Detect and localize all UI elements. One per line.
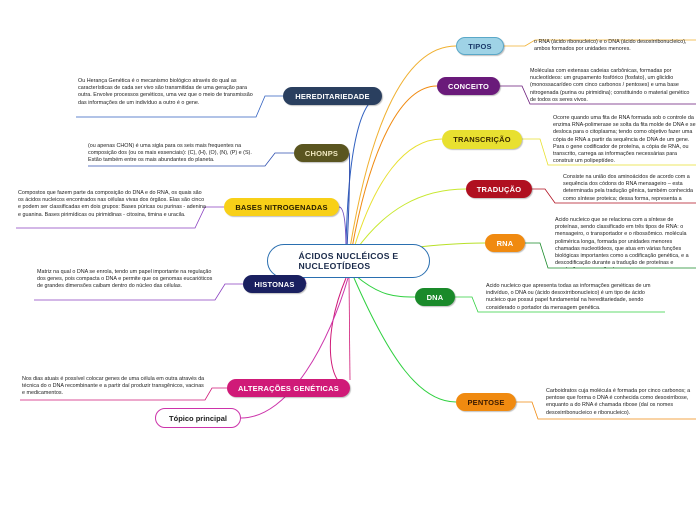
node-conceito-label: CONCEITO xyxy=(447,81,490,91)
node-rna[interactable]: RNA xyxy=(485,234,525,252)
node-transcricao-label: TRANSCRIÇÃO xyxy=(453,135,511,144)
note-alteracoes: Nos dias atuais é possível colocar genes… xyxy=(22,376,205,397)
node-tipos-label: TIPOS xyxy=(468,41,492,51)
note-conceito: Moléculas com extensas cadeias carbônica… xyxy=(530,68,690,103)
node-alteracoes-geneticas[interactable]: ALTERAÇÕES GENÉTICAS xyxy=(227,379,350,397)
topic-main-label: Tópico principal xyxy=(169,413,227,423)
note-hereditariedade: Ou Herança Genética é o mecanismo biológ… xyxy=(78,78,253,106)
central-title: ÁCIDOS NUCLÉICOS E NUCLEOTÍDEOS xyxy=(298,250,399,272)
note-dna: Ácido nucleico que apresenta todas as in… xyxy=(486,283,651,311)
note-transcricao: Ocorre quando uma fita de RNA formada so… xyxy=(553,115,696,165)
node-dna-label: DNA xyxy=(426,292,444,302)
node-histonas-label: HISTONAS xyxy=(254,279,295,289)
node-conceito[interactable]: CONCEITO xyxy=(437,77,500,95)
node-rna-label: RNA xyxy=(496,238,514,248)
node-hereditariedade-label: HEREDITARIEDADE xyxy=(295,91,370,101)
node-transcricao[interactable]: TRANSCRIÇÃO xyxy=(442,130,522,149)
node-histonas[interactable]: HISTONAS xyxy=(243,275,306,293)
node-bases-label: BASES NITROGENADAS xyxy=(235,202,328,212)
note-pentose: Carboidratos cuja molécula é formada por… xyxy=(546,388,691,416)
central-topic[interactable]: ÁCIDOS NUCLÉICOS E NUCLEOTÍDEOS xyxy=(267,244,430,278)
node-pentose[interactable]: PENTOSE xyxy=(456,393,516,411)
note-traducao: Consiste na união dos aminoácidos de aco… xyxy=(563,174,694,203)
note-bases: Compostos que fazem parte da composição … xyxy=(18,190,206,218)
topic-main[interactable]: Tópico principal xyxy=(155,408,241,428)
node-alteracoes-label: ALTERAÇÕES GENÉTICAS xyxy=(238,383,339,393)
node-chonps[interactable]: CHONPS xyxy=(294,144,349,162)
node-dna[interactable]: DNA xyxy=(415,288,455,306)
note-chonps: (ou apenas CHON) é uma sigla para os sei… xyxy=(88,143,252,164)
note-tipos: o RNA (ácido ribonucleico) e o DNA (ácid… xyxy=(534,39,687,53)
node-tipos[interactable]: TIPOS xyxy=(456,37,504,55)
note-histonas: Matriz na qual o DNA se enrola, tendo um… xyxy=(37,269,213,290)
node-hereditariedade[interactable]: HEREDITARIEDADE xyxy=(283,87,382,105)
node-traducao-label: TRADUÇÃO xyxy=(476,184,522,194)
node-chonps-label: CHONPS xyxy=(304,148,339,158)
node-traducao[interactable]: TRADUÇÃO xyxy=(466,180,532,198)
note-rna: Ácido nucleico que se relaciona com a sí… xyxy=(555,217,689,268)
node-pentose-label: PENTOSE xyxy=(467,397,505,407)
node-bases-nitrogenadas[interactable]: BASES NITROGENADAS xyxy=(224,198,339,216)
